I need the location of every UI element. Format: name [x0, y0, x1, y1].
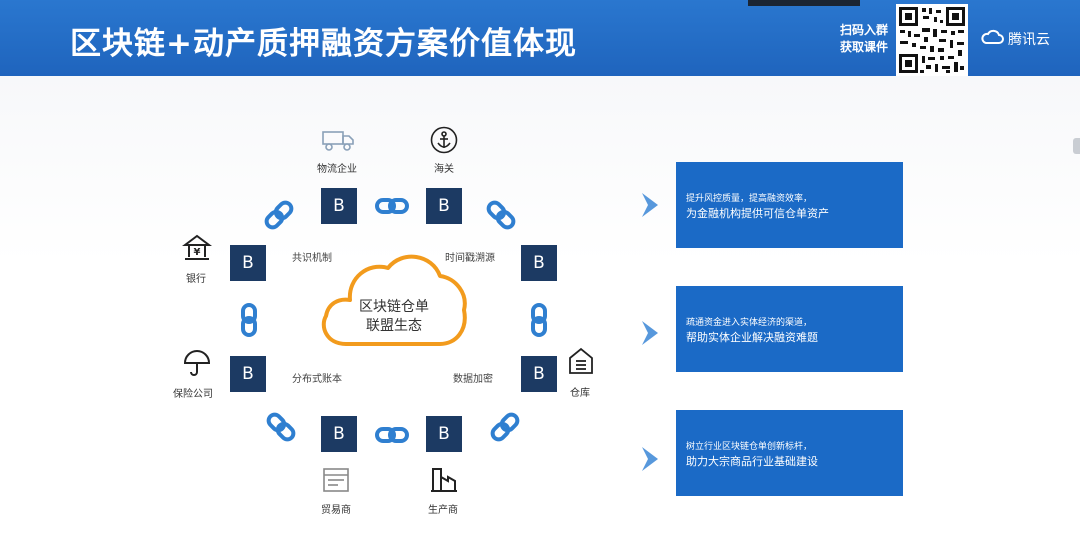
- alliance-cloud: 区块链仓单 联盟生态: [316, 246, 472, 350]
- label-warehouse: 仓库: [570, 388, 590, 399]
- label-encryption: 数据加密: [453, 374, 493, 385]
- value-panel-3: 树立行业区块链仓单创新标杆， 助力大宗商品行业基础建设: [676, 410, 903, 496]
- label-insurance: 保险公司: [173, 389, 213, 400]
- scan-hint-line1: 扫码入群: [839, 23, 888, 37]
- chain-link-icon: [486, 200, 516, 230]
- block-node-left-lower: B: [230, 356, 266, 392]
- block-node-right-upper: B: [521, 245, 557, 281]
- label-trader: 贸易商: [321, 505, 351, 516]
- panel-3-line1: 树立行业区块链仓单创新标杆，: [686, 442, 813, 452]
- cloud-line2: 联盟生态: [366, 318, 422, 334]
- chain-link-icon: [375, 427, 409, 443]
- block-node-top-left: B: [321, 188, 357, 224]
- receipt-icon: [323, 468, 349, 492]
- chevron-right-icon: [642, 447, 658, 471]
- scan-hint-line2: 获取课件: [839, 40, 888, 54]
- label-timestamp: 时间戳溯源: [445, 253, 495, 264]
- label-customs: 海关: [434, 164, 454, 175]
- header-bar: 区块链+动产质押融资方案价值体现 扫码入群 获取课件: [0, 0, 1080, 76]
- qr-code[interactable]: [896, 4, 968, 76]
- panel-1-line1: 提升风控质量，提高融资效率，: [686, 194, 813, 204]
- brand-logo: 腾讯云: [980, 29, 1050, 49]
- panel-3-line2: 助力大宗商品行业基础建设: [686, 455, 818, 468]
- cloud-caption: 区块链仓单 联盟生态: [316, 298, 472, 336]
- factory-icon: [431, 468, 457, 492]
- chevron-right-icon: [642, 193, 658, 217]
- label-ledger: 分布式账本: [292, 374, 342, 385]
- block-node-left-upper: B: [230, 245, 266, 281]
- anchor-icon: [430, 126, 458, 154]
- chain-link-icon: [266, 412, 296, 442]
- bank-icon: ¥: [182, 234, 212, 260]
- block-node-bottom-left: B: [321, 416, 357, 452]
- brand-name: 腾讯云: [1008, 32, 1050, 48]
- cloud-icon: [321, 254, 467, 346]
- umbrella-icon: [183, 350, 211, 376]
- panel-2-line2: 帮助实体企业解决融资难题: [686, 331, 818, 344]
- scroll-handle[interactable]: [1073, 138, 1080, 154]
- chain-link-icon: [241, 303, 257, 337]
- svg-text:¥: ¥: [194, 247, 201, 258]
- label-bank: 银行: [186, 274, 206, 285]
- chain-link-icon: [531, 303, 547, 337]
- block-node-bottom-right: B: [426, 416, 462, 452]
- chain-link-icon: [375, 198, 409, 214]
- label-producer: 生产商: [428, 505, 458, 516]
- label-logistics: 物流企业: [317, 164, 357, 175]
- value-panel-1: 提升风控质量，提高融资效率， 为金融机构提供可信仓单资产: [676, 162, 903, 248]
- warehouse-icon: [569, 347, 593, 374]
- panel-2-line1: 疏通资金进入实体经济的渠道，: [686, 318, 813, 328]
- block-node-right-lower: B: [521, 356, 557, 392]
- value-panel-2: 疏通资金进入实体经济的渠道， 帮助实体企业解决融资难题: [676, 286, 903, 372]
- cloud-logo-icon: [980, 29, 1004, 49]
- panel-1-line2: 为金融机构提供可信仓单资产: [686, 207, 829, 220]
- chain-link-icon: [264, 200, 294, 230]
- cloud-line1: 区块链仓单: [359, 299, 429, 315]
- label-consensus: 共识机制: [292, 253, 332, 264]
- chain-link-icon: [490, 412, 520, 442]
- scan-hint: 扫码入群 获取课件: [826, 22, 888, 56]
- window-tab-strip: [748, 0, 860, 6]
- block-node-top-right: B: [426, 188, 462, 224]
- truck-icon: [322, 131, 354, 151]
- chevron-right-icon: [642, 321, 658, 345]
- page-title: 区块链+动产质押融资方案价值体现: [70, 26, 577, 62]
